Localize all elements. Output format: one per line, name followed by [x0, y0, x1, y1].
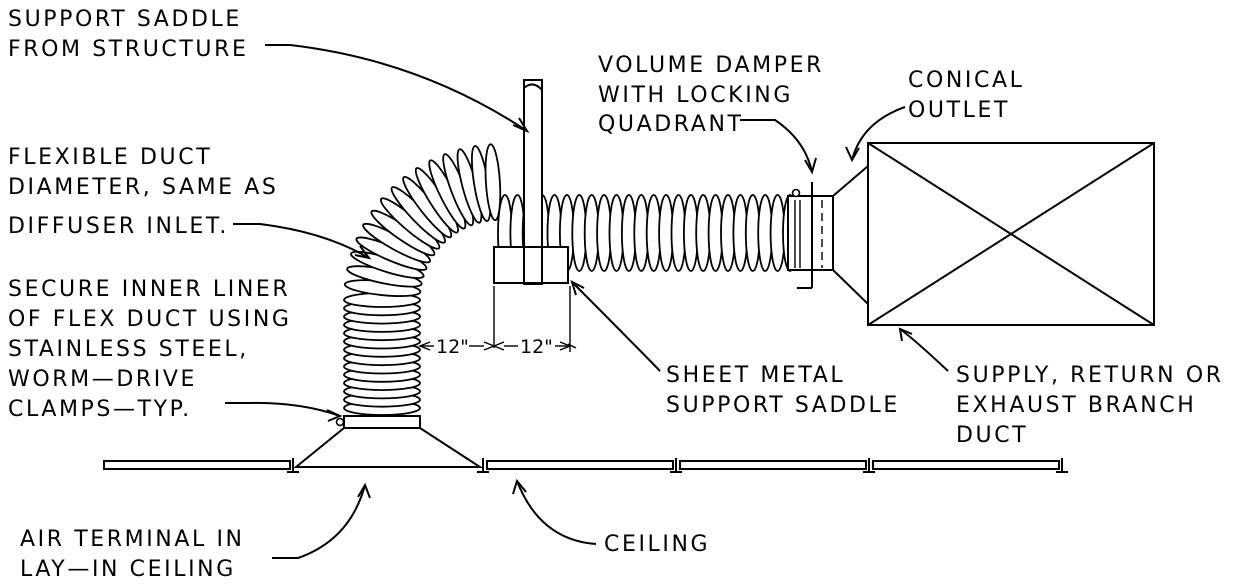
- label-line: CLAMPS—TYP.: [8, 397, 192, 422]
- label-line: VOLUME DAMPER: [598, 53, 824, 78]
- label-line: OUTLET: [908, 98, 1010, 123]
- worm-drive-clamp: [343, 415, 421, 429]
- label-conical-outlet: CONICAL OUTLET: [908, 68, 1025, 123]
- label-line: SUPPORT SADDLE: [666, 393, 900, 418]
- ceiling-grid: [103, 458, 1068, 473]
- volume-damper: [787, 182, 834, 289]
- ceiling-tile-3: [486, 460, 674, 470]
- label-branch-duct: SUPPLY, RETURN OR EXHAUST BRANCH DUCT: [956, 363, 1224, 448]
- label-line: OF FLEX DUCT USING: [8, 307, 292, 332]
- label-secure-liner: SECURE INNER LINER OF FLEX DUCT USING ST…: [8, 277, 292, 422]
- ceiling-tile-4: [679, 460, 867, 470]
- label-air-terminal: AIR TERMINAL IN LAY—IN CEILING: [20, 527, 245, 582]
- label-line: SUPPLY, RETURN OR: [956, 363, 1224, 388]
- label-sheet-metal-saddle: SHEET METAL SUPPORT SADDLE: [666, 363, 900, 418]
- label-line: WORM—DRIVE: [8, 367, 197, 392]
- dimension-left: 12": [436, 336, 469, 358]
- ceiling-tbars: [287, 458, 1068, 473]
- label-flexible-duct: FLEXIBLE DUCT DIAMETER, SAME AS DIFFUSER…: [8, 145, 278, 239]
- label-line: AIR TERMINAL IN: [20, 527, 245, 552]
- dimension-right: 12": [520, 336, 553, 358]
- label-line: FROM STRUCTURE: [8, 37, 249, 62]
- support-saddle: [493, 79, 569, 285]
- label-line: DUCT: [956, 423, 1028, 448]
- air-terminal-diffuser: [293, 407, 484, 468]
- label-line: WITH LOCKING: [598, 83, 793, 108]
- damper-quadrant-icon: [791, 188, 801, 198]
- ceiling-tile-1: [103, 460, 291, 470]
- clamp-screw-icon: [335, 417, 345, 427]
- label-line: EXHAUST BRANCH: [956, 393, 1196, 418]
- leader-lines: [225, 44, 949, 559]
- label-line: DIAMETER, SAME AS: [8, 175, 278, 200]
- conical-outlet: [832, 163, 869, 307]
- label-line: DIFFUSER INLET.: [8, 214, 229, 239]
- label-line: CONICAL: [908, 68, 1025, 93]
- label-line: QUADRANT: [598, 112, 744, 137]
- label-line: SHEET METAL: [666, 363, 845, 388]
- label-line: CEILING: [604, 532, 710, 557]
- label-line: SUPPORT SADDLE: [8, 7, 242, 32]
- ceiling-tile-5: [872, 460, 1060, 470]
- label-line: SECURE INNER LINER: [8, 277, 290, 302]
- label-ceiling: CEILING: [604, 532, 710, 557]
- duct-corrugation: [484, 143, 502, 222]
- label-line: FLEXIBLE DUCT: [8, 145, 212, 170]
- label-line: STAINLESS STEEL,: [8, 337, 249, 362]
- label-line: LAY—IN CEILING: [20, 557, 236, 582]
- branch-duct: [867, 142, 1155, 326]
- dimension-lines: 12" 12": [418, 286, 577, 358]
- flexible-duct: [343, 143, 798, 416]
- label-volume-damper: VOLUME DAMPER WITH LOCKING QUADRANT: [598, 53, 824, 137]
- label-support-saddle: SUPPORT SADDLE FROM STRUCTURE: [8, 7, 249, 62]
